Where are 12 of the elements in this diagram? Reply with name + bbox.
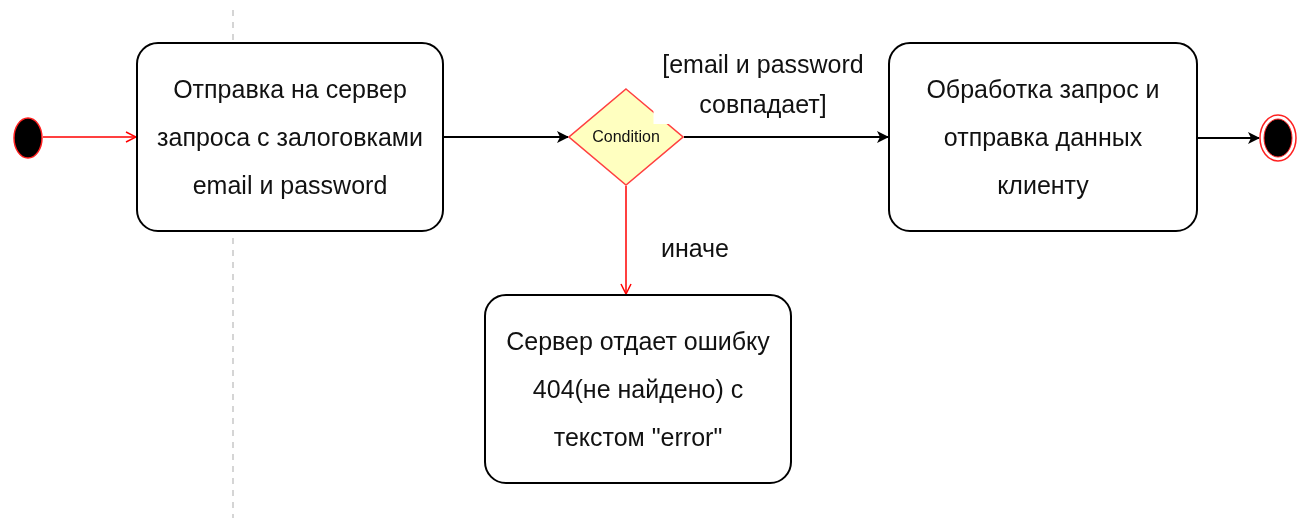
- condition-label: Condition: [592, 127, 660, 147]
- action-text: Сервер отдает ошибку 404(не найдено) с текстом "error": [505, 326, 771, 453]
- arrow: [42, 131, 137, 143]
- arrow: [1197, 132, 1260, 144]
- action-box: [136, 42, 444, 232]
- action-box: [484, 294, 792, 484]
- arrow: [443, 131, 569, 143]
- arrow: [683, 131, 889, 143]
- action-text: Отправка на сервер запроса с залоговками email и password: [156, 74, 424, 201]
- arrow: [620, 185, 632, 295]
- action-box: [888, 42, 1198, 232]
- action-text: Обработка запрос и отправка данных клиенту: [925, 74, 1161, 201]
